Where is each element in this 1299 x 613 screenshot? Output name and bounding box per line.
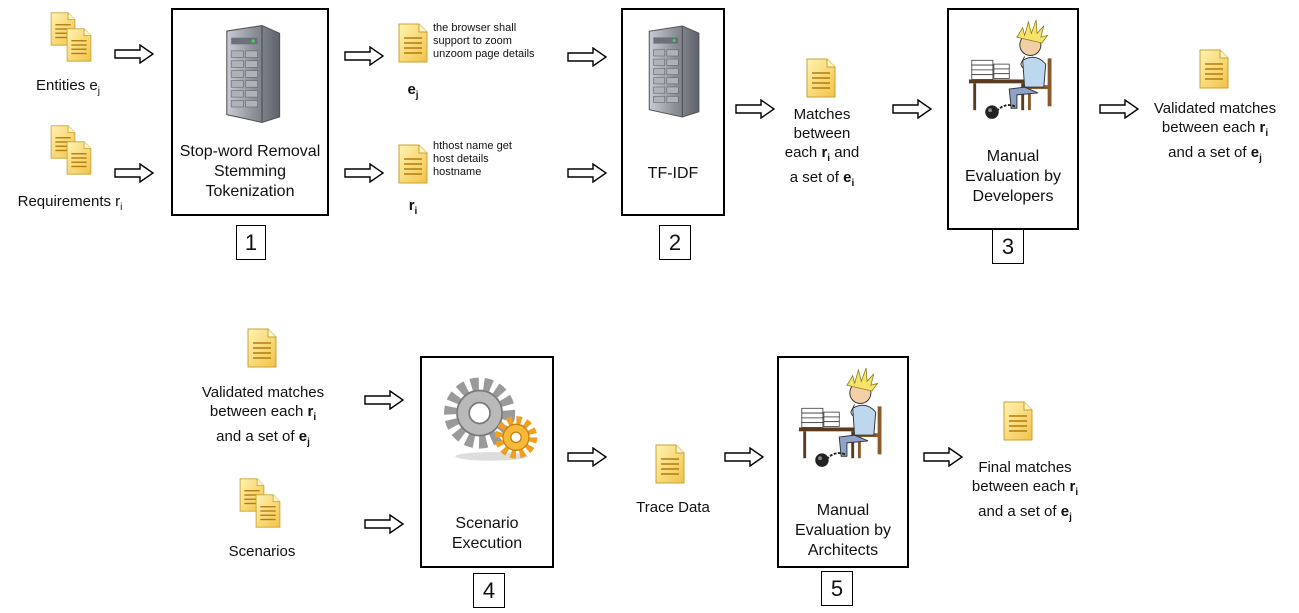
server-icon [218,24,284,124]
box1-line-2: Stemming [213,163,287,180]
arrow-right-icon [565,163,609,183]
box5-line-3: Architects [807,542,879,559]
box5-line-1: Manual [816,502,870,519]
arrow-right-icon [890,99,934,119]
arrow-right-icon [342,163,386,183]
arrow-right-icon [565,447,609,467]
developer-evaluation-box: Manual Evaluation by Developers [947,8,1079,230]
requirement-sample-text: hthost name get host details hostname [433,140,512,178]
trace-data-document-icon [655,443,685,485]
step-number-4: 4 [473,573,505,608]
developer-figure-icon [967,14,1063,120]
entity-sample-text: the browser shall support to zoom unzoom… [433,22,535,60]
scenario-execution-box: Scenario Execution [420,356,554,568]
box3-line-2: Evaluation by [964,168,1062,185]
gears-icon [438,374,542,466]
step-number-1: 1 [236,225,266,260]
box5-line-2: Evaluation by [794,522,892,539]
preprocessing-box: Stop-word Removal Stemming Tokenization [171,8,329,216]
validated-matches-label: Validated matches between each ri and a … [1153,100,1277,164]
arrow-right-icon [342,46,386,66]
box3-line-3: Developers [972,188,1054,205]
requirements-document-stack-icon [48,125,98,177]
tf-idf-box: TF-IDF [621,8,725,216]
requirements-label: Requirements ri [17,193,123,213]
step-number-5: 5 [821,571,853,606]
scenarios-document-stack-icon [237,478,287,530]
entities-document-stack-icon [48,12,98,64]
validated-matches-document-icon [1199,48,1229,90]
arrow-right-icon [112,163,156,183]
validated-input-document-icon [247,327,277,369]
arrow-right-icon [362,514,406,534]
box4-line-2: Execution [451,535,523,552]
arrow-right-icon [921,447,965,467]
final-matches-document-icon [1003,400,1033,442]
requirement-output-label: ri [408,197,418,217]
box2-label: TF-IDF [647,165,699,182]
final-matches-label: Final matches between each ri and a set … [971,459,1079,523]
step-number-2: 2 [659,225,691,260]
architect-evaluation-box: Manual Evaluation by Architects [777,356,909,568]
arrow-right-icon [362,390,406,410]
requirement-document-icon [398,143,428,185]
architect-figure-icon [797,362,893,468]
validated-input-label: Validated matches between each ri and a … [201,384,325,448]
step-number-3: 3 [992,229,1024,264]
entity-document-icon [398,22,428,64]
box4-line-1: Scenario [455,515,519,532]
arrow-right-icon [722,447,766,467]
arrow-right-icon [565,47,609,67]
server-icon [641,24,703,119]
arrow-right-icon [112,44,156,64]
matches-label: Matches between each ri and a set of ei [784,106,860,189]
trace-data-label: Trace Data [636,499,710,516]
box1-line-1: Stop-word Removal [179,143,321,160]
scenarios-label: Scenarios [228,543,296,560]
matches-document-icon [806,57,836,99]
arrow-right-icon [1097,99,1141,119]
box1-line-3: Tokenization [205,183,295,200]
entities-label: Entities ej [36,77,100,97]
box3-line-1: Manual [986,148,1040,165]
entity-output-label: ej [407,81,419,101]
